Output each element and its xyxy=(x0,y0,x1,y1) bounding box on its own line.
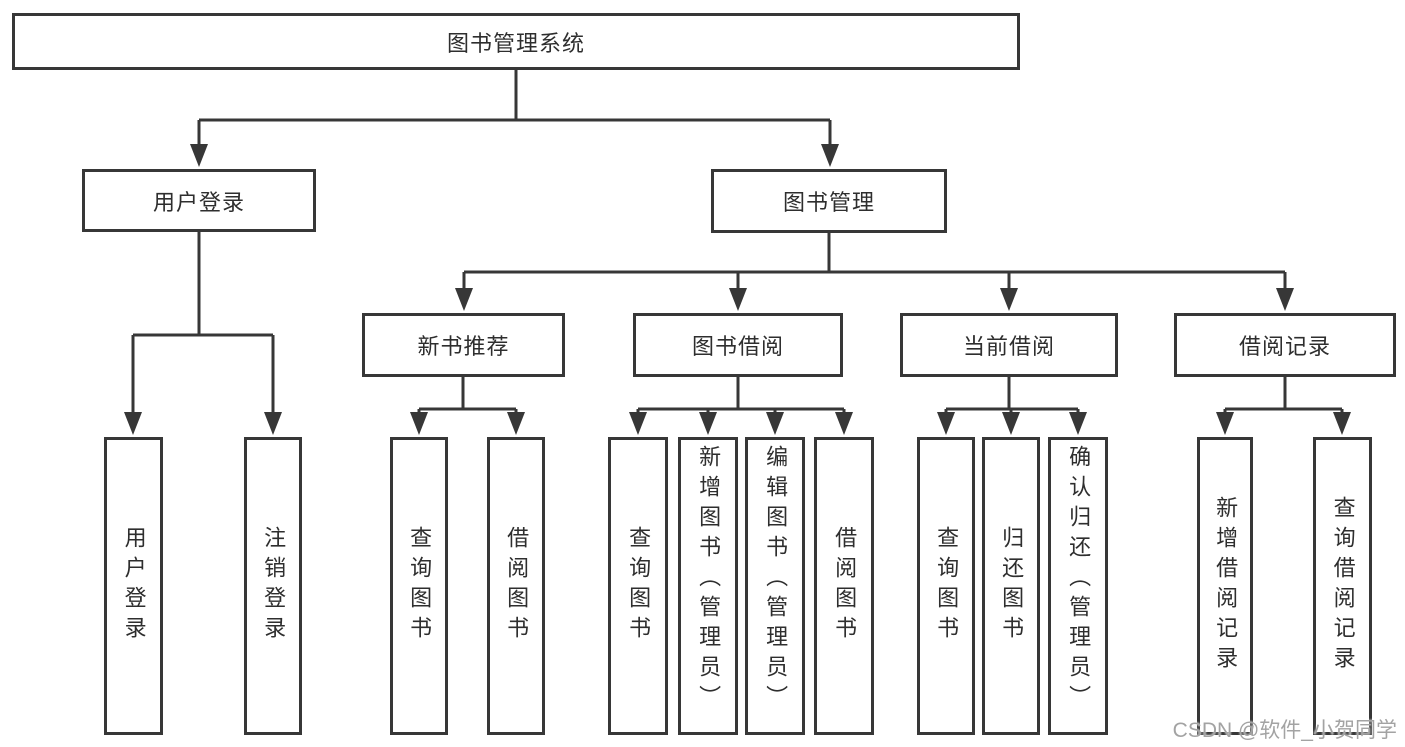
node-label: 图书借阅 xyxy=(691,334,784,359)
node-label: 注销登录 xyxy=(261,526,287,646)
leaf-nbr-borrow-book: 借阅图书 xyxy=(487,437,545,735)
node-label: 编辑图书（管理员） xyxy=(763,445,789,715)
node-label: 借阅记录 xyxy=(1238,334,1331,359)
node-label: 查询图书 xyxy=(407,526,433,646)
node-label: 确认归还（管理员） xyxy=(1066,445,1092,715)
leaf-bb-add-book: 新增图书（管理员） xyxy=(678,437,738,735)
node-label: 用户登录 xyxy=(121,526,147,646)
node-label: 新增借阅记录 xyxy=(1213,496,1239,676)
node-current-borrow: 当前借阅 xyxy=(900,313,1118,377)
csdn-watermark: CSDN @软件_小贺同学 xyxy=(1172,719,1397,742)
node-label: 当前借阅 xyxy=(962,334,1055,359)
leaf-br-query-record: 查询借阅记录 xyxy=(1313,437,1372,735)
leaf-bb-borrow-book: 借阅图书 xyxy=(814,437,874,735)
node-book-borrow: 图书借阅 xyxy=(633,313,843,377)
node-root: 图书管理系统 xyxy=(12,13,1020,70)
leaf-bb-edit-book: 编辑图书（管理员） xyxy=(745,437,805,735)
leaf-logout: 注销登录 xyxy=(244,437,302,735)
node-label: 借阅图书 xyxy=(504,526,530,646)
node-label: 查询图书 xyxy=(626,526,652,646)
leaf-cb-return-book: 归还图书 xyxy=(982,437,1040,735)
node-label: 图书管理 xyxy=(782,190,875,215)
node-label: 新书推荐 xyxy=(417,334,510,359)
node-borrow-records: 借阅记录 xyxy=(1174,313,1396,377)
leaf-cb-confirm-return: 确认归还（管理员） xyxy=(1048,437,1108,735)
node-label: 查询图书 xyxy=(934,526,960,646)
node-label: 借阅图书 xyxy=(832,526,858,646)
leaf-br-add-record: 新增借阅记录 xyxy=(1197,437,1253,735)
node-label: 图书管理系统 xyxy=(446,30,585,56)
node-new-book-recommend: 新书推荐 xyxy=(362,313,565,377)
node-book-management: 图书管理 xyxy=(711,169,947,233)
leaf-cb-query-book: 查询图书 xyxy=(917,437,975,735)
leaf-bb-query-book: 查询图书 xyxy=(608,437,668,735)
node-label: 新增图书（管理员） xyxy=(696,445,722,715)
leaf-user-login: 用户登录 xyxy=(104,437,163,735)
node-label: 用户登录 xyxy=(152,189,245,215)
node-user-login: 用户登录 xyxy=(82,169,316,232)
node-label: 归还图书 xyxy=(999,526,1025,646)
leaf-nbr-query-book: 查询图书 xyxy=(390,437,448,735)
node-label: 查询借阅记录 xyxy=(1330,496,1356,676)
